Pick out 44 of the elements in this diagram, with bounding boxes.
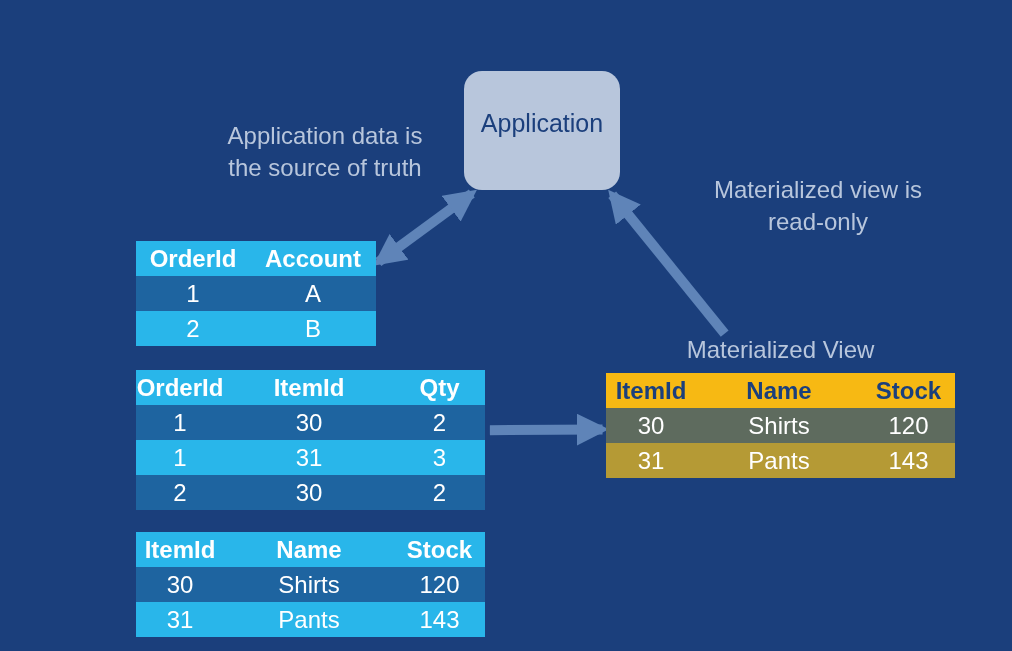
table-value: 2 [394,475,485,510]
column-header: OrderId [136,241,250,276]
table-value: 1 [136,276,250,311]
table-value: 30 [224,405,394,440]
data-table [136,241,376,346]
table-value: 30 [606,408,696,443]
table-value: 2 [394,405,485,440]
table-value: 143 [394,602,485,637]
data-table [136,370,485,510]
table-value: Pants [696,443,862,478]
table-value: 143 [862,443,955,478]
table-value: Shirts [224,567,394,602]
arrow [608,189,729,337]
column-header: Stock [394,532,485,567]
table-value: 31 [606,443,696,478]
column-header: Stock [862,373,955,408]
table-value: 2 [136,475,224,510]
column-header: ItemId [606,373,696,408]
table-title: Materialized View [685,335,876,365]
column-header: Name [224,532,394,567]
note-text: Materialized view is read-only [712,175,924,237]
table-value: 1 [136,440,224,475]
application-box: Application [464,71,620,190]
table-value: 120 [862,408,955,443]
table-value: 2 [136,311,250,346]
table-value: 31 [224,440,394,475]
note-text: Application data is the source of truth [226,121,424,183]
table-value: Shirts [696,408,862,443]
table-value: B [250,311,376,346]
table-value: 3 [394,440,485,475]
data-table [136,532,485,637]
column-header: ItemId [224,370,394,405]
column-header: OrderId [136,370,224,405]
column-header: Qty [394,370,485,405]
table-value: 120 [394,567,485,602]
column-header: Account [250,241,376,276]
column-header: ItemId [136,532,224,567]
table-value: 1 [136,405,224,440]
table-value: Pants [224,602,394,637]
table-value: 30 [224,475,394,510]
table-value: 31 [136,602,224,637]
table-value: A [250,276,376,311]
table-value: 30 [136,567,224,602]
column-header: Name [696,373,862,408]
